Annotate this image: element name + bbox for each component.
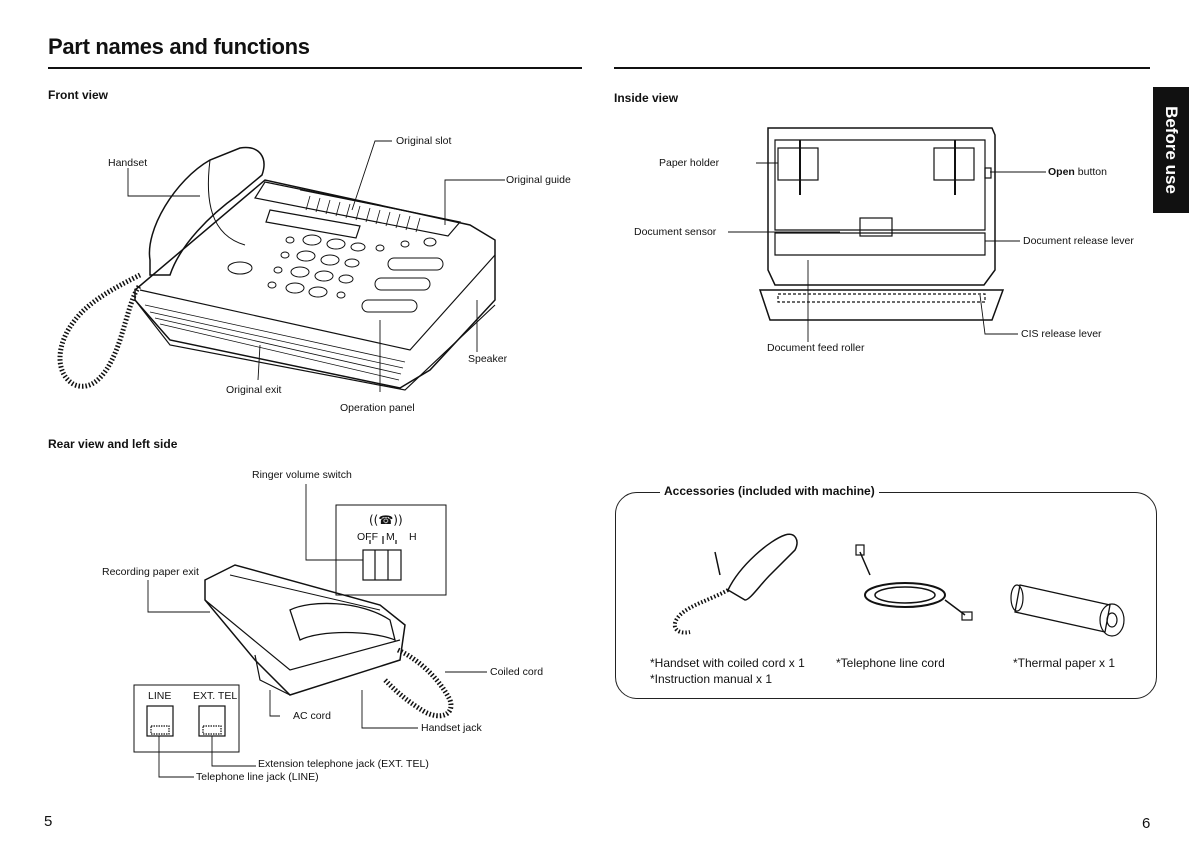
accessory-line-cord: *Telephone line cord <box>836 656 945 670</box>
front-view-heading: Front view <box>48 88 109 102</box>
right-title-rule <box>614 67 1150 69</box>
fax-inside-illustration <box>758 127 1005 321</box>
label-handset: Handset <box>108 157 148 169</box>
inside-view-heading: Inside view <box>614 91 679 105</box>
accessory-thermal-paper-illustration <box>1010 584 1125 637</box>
label-original-exit: Original exit <box>226 384 282 396</box>
label-cis-release-lever: CIS release lever <box>1021 328 1102 340</box>
rear-view-leaders <box>147 484 487 778</box>
label-document-release-lever: Document release lever <box>1023 235 1134 247</box>
section-tab[interactable]: Before use <box>1153 87 1189 213</box>
label-switch-m: M <box>386 531 395 543</box>
accessory-handset: *Handset with coiled cord x 1 <box>650 656 805 670</box>
accessory-handset-illustration <box>672 533 798 635</box>
label-speaker: Speaker <box>468 353 508 365</box>
fax-rear-illustration: ((☎)) <box>133 504 454 753</box>
accessory-thermal-paper: *Thermal paper x 1 <box>1013 656 1116 670</box>
accessories-box <box>615 492 1157 699</box>
label-open-button: Open button <box>1048 166 1107 178</box>
label-recording-paper-exit: Recording paper exit <box>102 566 199 578</box>
label-switch-h: H <box>409 531 417 543</box>
label-coiled-cord: Coiled cord <box>490 666 544 678</box>
page-number-left: 5 <box>44 813 53 830</box>
rear-view-heading: Rear view and left side <box>48 437 178 451</box>
page-title: Part names and functions <box>48 34 310 59</box>
open-button-bold: Open <box>1048 166 1075 178</box>
label-document-sensor: Document sensor <box>634 226 717 238</box>
label-operation-panel: Operation panel <box>340 402 415 414</box>
front-view-leaders <box>127 140 505 392</box>
inside-view-leaders <box>728 162 1046 342</box>
label-handset-jack: Handset jack <box>421 722 482 734</box>
label-switch-off: OFF <box>357 531 378 543</box>
accessory-line-cord-illustration <box>855 544 973 621</box>
accessories-title: Accessories (included with machine) <box>660 484 879 498</box>
label-telephone-line-jack: Telephone line jack (LINE) <box>196 771 319 783</box>
label-ac-cord: AC cord <box>293 710 331 722</box>
page-number-right: 6 <box>1142 815 1151 832</box>
label-line-jack: LINE <box>148 690 172 702</box>
label-paper-holder: Paper holder <box>659 157 720 169</box>
open-button-rest: button <box>1074 166 1107 178</box>
left-title-rule <box>48 67 582 69</box>
label-extension-telephone-jack: Extension telephone jack (EXT. TEL) <box>258 758 429 770</box>
svg-text:((☎)): ((☎)) <box>369 513 403 527</box>
label-document-feed-roller: Document feed roller <box>767 342 865 354</box>
label-ext-tel-jack: EXT. TEL <box>193 690 238 702</box>
accessory-instruction-manual: *Instruction manual x 1 <box>650 672 773 686</box>
label-ringer-volume-switch: Ringer volume switch <box>252 469 352 481</box>
label-original-slot: Original slot <box>396 135 452 147</box>
label-original-guide: Original guide <box>506 174 571 186</box>
fax-front-illustration <box>57 146 496 391</box>
